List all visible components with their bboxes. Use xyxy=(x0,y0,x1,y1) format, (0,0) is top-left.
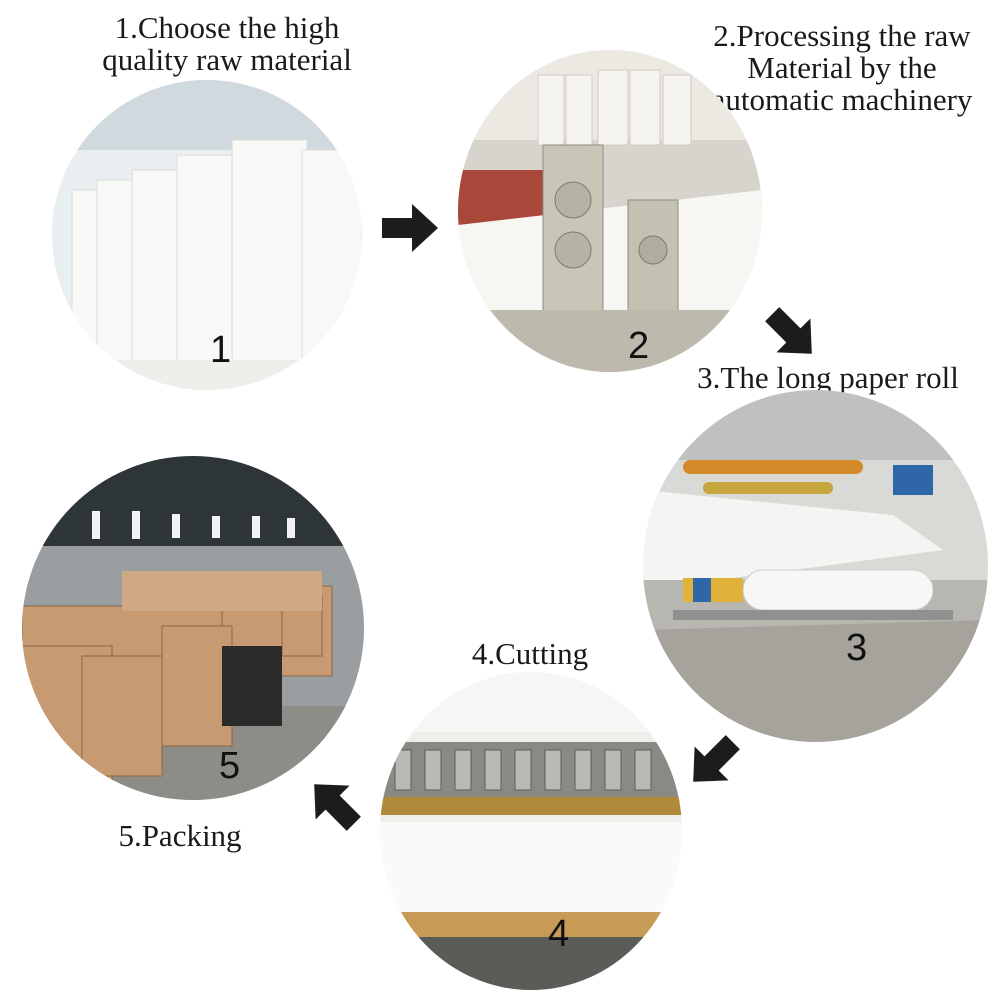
step-3-photo-long-paper-roll xyxy=(643,390,988,742)
step-2-photo-processing-machinery xyxy=(458,50,762,372)
cutting-machine-image xyxy=(380,672,682,990)
arrow-down-left-icon xyxy=(681,730,745,794)
step-4-caption-line-1: 4.Cutting xyxy=(471,636,589,671)
step-2-caption: 2.Processing the raw Material by the aut… xyxy=(694,20,990,116)
step-1-caption-line-2: quality raw material xyxy=(102,42,352,77)
raw-material-rolls-image xyxy=(52,80,362,390)
arrow-down-right-icon xyxy=(760,302,824,366)
step-3-number: 3 xyxy=(846,627,868,669)
step-2-caption-line-1: 2.Processing the raw xyxy=(713,18,971,53)
step-4-number: 4 xyxy=(548,913,570,955)
step-5-caption-line-1: 5.Packing xyxy=(118,818,242,853)
step-2-caption-line-3: automatic machinery xyxy=(711,82,973,117)
step-1-caption-line-1: 1.Choose the high xyxy=(114,10,340,45)
step-5-photo-packing-warehouse xyxy=(22,456,364,800)
step-3-caption: 3.The long paper roll xyxy=(678,362,978,394)
arrow-down-right-shape xyxy=(765,307,812,354)
step-5-caption: 5.Packing xyxy=(90,820,270,852)
long-paper-roll-image xyxy=(643,390,988,742)
step-1-number: 1 xyxy=(210,329,232,371)
arrow-right-shape xyxy=(382,204,438,252)
step-5-number: 5 xyxy=(219,745,241,787)
processing-machine-image xyxy=(458,50,762,372)
step-2-caption-line-2: Material by the xyxy=(747,50,937,85)
arrow-right-icon xyxy=(378,196,442,260)
step-1-caption: 1.Choose the high quality raw material xyxy=(72,12,382,76)
arrow-up-left-shape xyxy=(314,784,361,831)
warehouse-cartons-image xyxy=(22,456,364,800)
arrow-up-left-icon xyxy=(302,772,366,836)
step-1-photo-raw-material xyxy=(52,80,362,390)
step-2-number: 2 xyxy=(628,325,650,367)
step-4-photo-cutting xyxy=(380,672,682,990)
arrow-down-left-shape xyxy=(693,735,740,782)
step-3-caption-line-1: 3.The long paper roll xyxy=(697,360,959,395)
step-4-caption: 4.Cutting xyxy=(430,638,630,670)
